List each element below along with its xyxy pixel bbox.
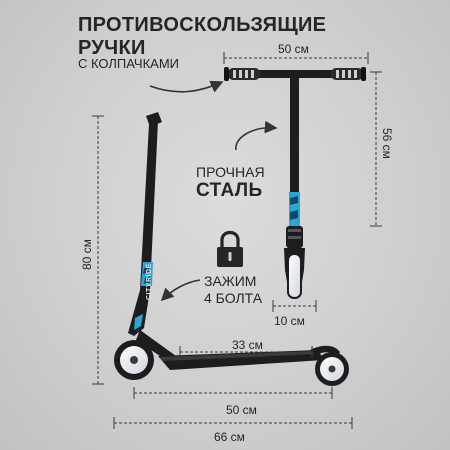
deck-length-label: 33 см — [232, 338, 263, 352]
left-grip — [228, 68, 260, 80]
steel-label-line-2: СТАЛЬ — [196, 180, 263, 201]
clamp-callout-arrow — [160, 279, 201, 302]
deck-neck — [136, 330, 176, 364]
total-length-label: 66 см — [214, 430, 245, 444]
scooter-front-view — [224, 67, 366, 299]
crossbar — [228, 70, 362, 78]
padlock-icon — [217, 230, 243, 267]
bar-width-label: 50 см — [278, 42, 309, 56]
fork — [128, 290, 150, 336]
scooter-side-view — [114, 112, 349, 386]
front-view-wheel — [287, 253, 302, 299]
bar-height-label: 56 см — [380, 128, 394, 159]
steel-label-line-1: ПРОЧНАЯ — [196, 164, 265, 180]
fork-width-label: 10 см — [274, 314, 305, 328]
right-grip — [331, 68, 363, 80]
wheelbase-label: 50 см — [226, 403, 257, 417]
headline-line-2: РУЧКИ — [78, 37, 146, 59]
grip-callout-arrow — [149, 80, 224, 93]
headline-line-1: ПРОТИВОСКОЛЬЗЯЩИЕ — [78, 14, 327, 36]
clamp-label-line-2: 4 БОЛТА — [204, 290, 263, 306]
clamp-label-line-1: ЗАЖИМ — [204, 273, 257, 289]
bar-stem — [140, 121, 158, 290]
total-height-label: 80 см — [80, 239, 94, 270]
front-camo-wrap — [289, 192, 300, 226]
brand-logo: CITYRIDE — [146, 263, 153, 300]
bar-cap — [146, 112, 162, 127]
dimension-lines — [92, 52, 382, 429]
callout-arrows — [149, 80, 278, 302]
rear-brake — [310, 345, 340, 356]
front-stem — [290, 76, 299, 226]
headline-line-3: С КОЛПАЧКАМИ — [78, 56, 180, 71]
steel-callout-arrow — [235, 120, 278, 151]
